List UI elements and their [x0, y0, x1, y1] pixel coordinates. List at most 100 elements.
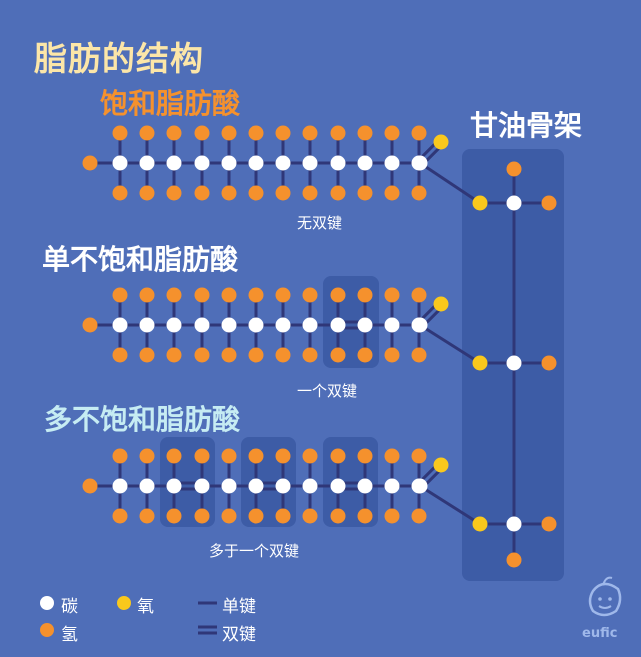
monounsaturated-hydrogen-atom	[357, 347, 373, 363]
polyunsaturated-carbon-atom	[275, 478, 291, 494]
glycerol-hydrogen-atom	[506, 161, 522, 177]
saturated-carbon-atom	[330, 155, 346, 171]
monounsaturated-hydrogen-atom	[357, 287, 373, 303]
monounsaturated-carbon-atom	[166, 317, 182, 333]
polyunsaturated-hydrogen-atom	[139, 508, 155, 524]
polyunsaturated-carbon-atom	[194, 478, 210, 494]
saturated-hydrogen-atom	[357, 185, 373, 201]
monounsaturated-hydrogen-atom	[275, 347, 291, 363]
monounsaturated-carbon-atom	[112, 317, 128, 333]
polyunsaturated-hydrogen-atom	[357, 448, 373, 464]
saturated-hydrogen-atom	[139, 185, 155, 201]
eufic-logo-eye	[608, 597, 612, 601]
saturated-hydrogen-atom	[194, 125, 210, 141]
polyunsaturated-hydrogen-atom	[139, 448, 155, 464]
monounsaturated-carbon-atom	[275, 317, 291, 333]
polyunsaturated-hydrogen-atom	[221, 448, 237, 464]
polyunsaturated-hydrogen-atom	[248, 448, 264, 464]
monounsaturated-hydrogen-atom	[384, 347, 400, 363]
glycerol-backbone-label: 甘油骨架	[470, 109, 583, 142]
glycerol-carbon-atom	[506, 355, 522, 371]
eufic-brand-text: eufic	[582, 626, 618, 641]
glycerol-carbon-atom	[506, 516, 522, 532]
eufic-logo-smile	[598, 605, 612, 609]
saturated-hydrogen-atom	[139, 125, 155, 141]
glycerol-hydrogen-atom	[541, 355, 557, 371]
saturated-carbon-atom	[384, 155, 400, 171]
polyunsaturated-hydrogen-atom	[357, 508, 373, 524]
monounsaturated-hydrogen-atom	[139, 347, 155, 363]
monounsaturated-hydrogen-atom	[411, 347, 427, 363]
monounsaturated-hydrogen-atom	[275, 287, 291, 303]
monounsaturated-carbonyl-oxygen-atom	[433, 296, 449, 312]
saturated-carbon-atom	[221, 155, 237, 171]
monounsaturated-hydrogen-atom	[248, 347, 264, 363]
polyunsaturated-hydrogen-atom	[166, 448, 182, 464]
ester-single-bond	[418, 323, 482, 365]
monounsaturated-hydrogen-atom	[330, 287, 346, 303]
saturated-hydrogen-atom	[248, 185, 264, 201]
monounsaturated-hydrogen-atom	[166, 347, 182, 363]
legend-carbon-label: 碳	[61, 597, 78, 617]
polyunsaturated-hydrogen-atom	[411, 448, 427, 464]
saturated-hydrogen-atom	[302, 125, 318, 141]
legend-single-bond-label: 单键	[222, 597, 256, 617]
monounsaturated-hydrogen-atom	[166, 287, 182, 303]
saturated-hydrogen-atom	[411, 125, 427, 141]
eufic-logo-eye	[598, 597, 602, 601]
polyunsaturated-hydrogen-atom	[330, 448, 346, 464]
monounsaturated-carbon-atom	[357, 317, 373, 333]
ester-single-bond	[418, 161, 482, 205]
saturated-carbon-atom	[112, 155, 128, 171]
polyunsaturated-hydrogen-atom	[248, 508, 264, 524]
ester-single-bond	[418, 484, 482, 526]
glycerol-carbon-atom	[506, 195, 522, 211]
saturated-hydrogen-atom	[330, 125, 346, 141]
glycerol-oxygen-atom	[472, 516, 488, 532]
polyunsaturated-carbonyl-oxygen-atom	[433, 457, 449, 473]
saturated-hydrogen-atom	[221, 185, 237, 201]
saturated-fatty-acid-label: 饱和脂肪酸	[100, 87, 241, 120]
polyunsaturated-carbon-atom	[166, 478, 182, 494]
diagram-title: 脂肪的结构	[34, 39, 204, 78]
monounsaturated-hydrogen-atom	[82, 317, 98, 333]
monounsaturated-carboxyl-carbon-atom	[412, 317, 428, 333]
saturated-carbon-atom	[166, 155, 182, 171]
saturated-hydrogen-atom	[384, 125, 400, 141]
polyunsaturated-carbon-atom	[302, 478, 318, 494]
monounsaturated-hydrogen-atom	[330, 347, 346, 363]
saturated-hydrogen-atom	[248, 125, 264, 141]
glycerol-hydrogen-atom	[506, 552, 522, 568]
saturated-hydrogen-atom	[112, 125, 128, 141]
polyunsaturated-hydrogen-atom	[112, 508, 128, 524]
monounsaturated-carbon-atom	[248, 317, 264, 333]
polyunsaturated-hydrogen-atom	[275, 508, 291, 524]
monounsaturated-carbon-atom	[302, 317, 318, 333]
monounsaturated-hydrogen-atom	[112, 287, 128, 303]
monounsaturated-hydrogen-atom	[302, 347, 318, 363]
saturated-hydrogen-atom	[302, 185, 318, 201]
glycerol-oxygen-atom	[472, 355, 488, 371]
saturated-hydrogen-atom	[275, 185, 291, 201]
saturated-carboxyl-carbon-atom	[412, 155, 428, 171]
saturated-carbonyl-oxygen-atom	[433, 134, 449, 150]
saturated-hydrogen-atom	[194, 185, 210, 201]
polyunsaturated-hydrogen-atom	[275, 448, 291, 464]
monounsaturated-hydrogen-atom	[221, 347, 237, 363]
monounsaturated-hydrogen-atom	[194, 287, 210, 303]
polyunsaturated-hydrogen-atom	[330, 508, 346, 524]
legend-carbon-swatch	[40, 596, 54, 610]
polyunsaturated-hydrogen-atom	[112, 448, 128, 464]
legend-hydrogen-swatch	[40, 623, 54, 637]
polyunsaturated-carbon-atom	[139, 478, 155, 494]
monounsaturated-hydrogen-atom	[139, 287, 155, 303]
legend-oxygen-swatch	[117, 596, 131, 610]
polyunsaturated-carbon-atom	[384, 478, 400, 494]
polyunsaturated-hydrogen-atom	[384, 508, 400, 524]
saturated-hydrogen-atom	[221, 125, 237, 141]
saturated-hydrogen-atom	[330, 185, 346, 201]
monounsaturated-carbon-atom	[330, 317, 346, 333]
glycerol-hydrogen-atom	[541, 516, 557, 532]
polyunsaturated-hydrogen-atom	[166, 508, 182, 524]
saturated-carbon-atom	[275, 155, 291, 171]
